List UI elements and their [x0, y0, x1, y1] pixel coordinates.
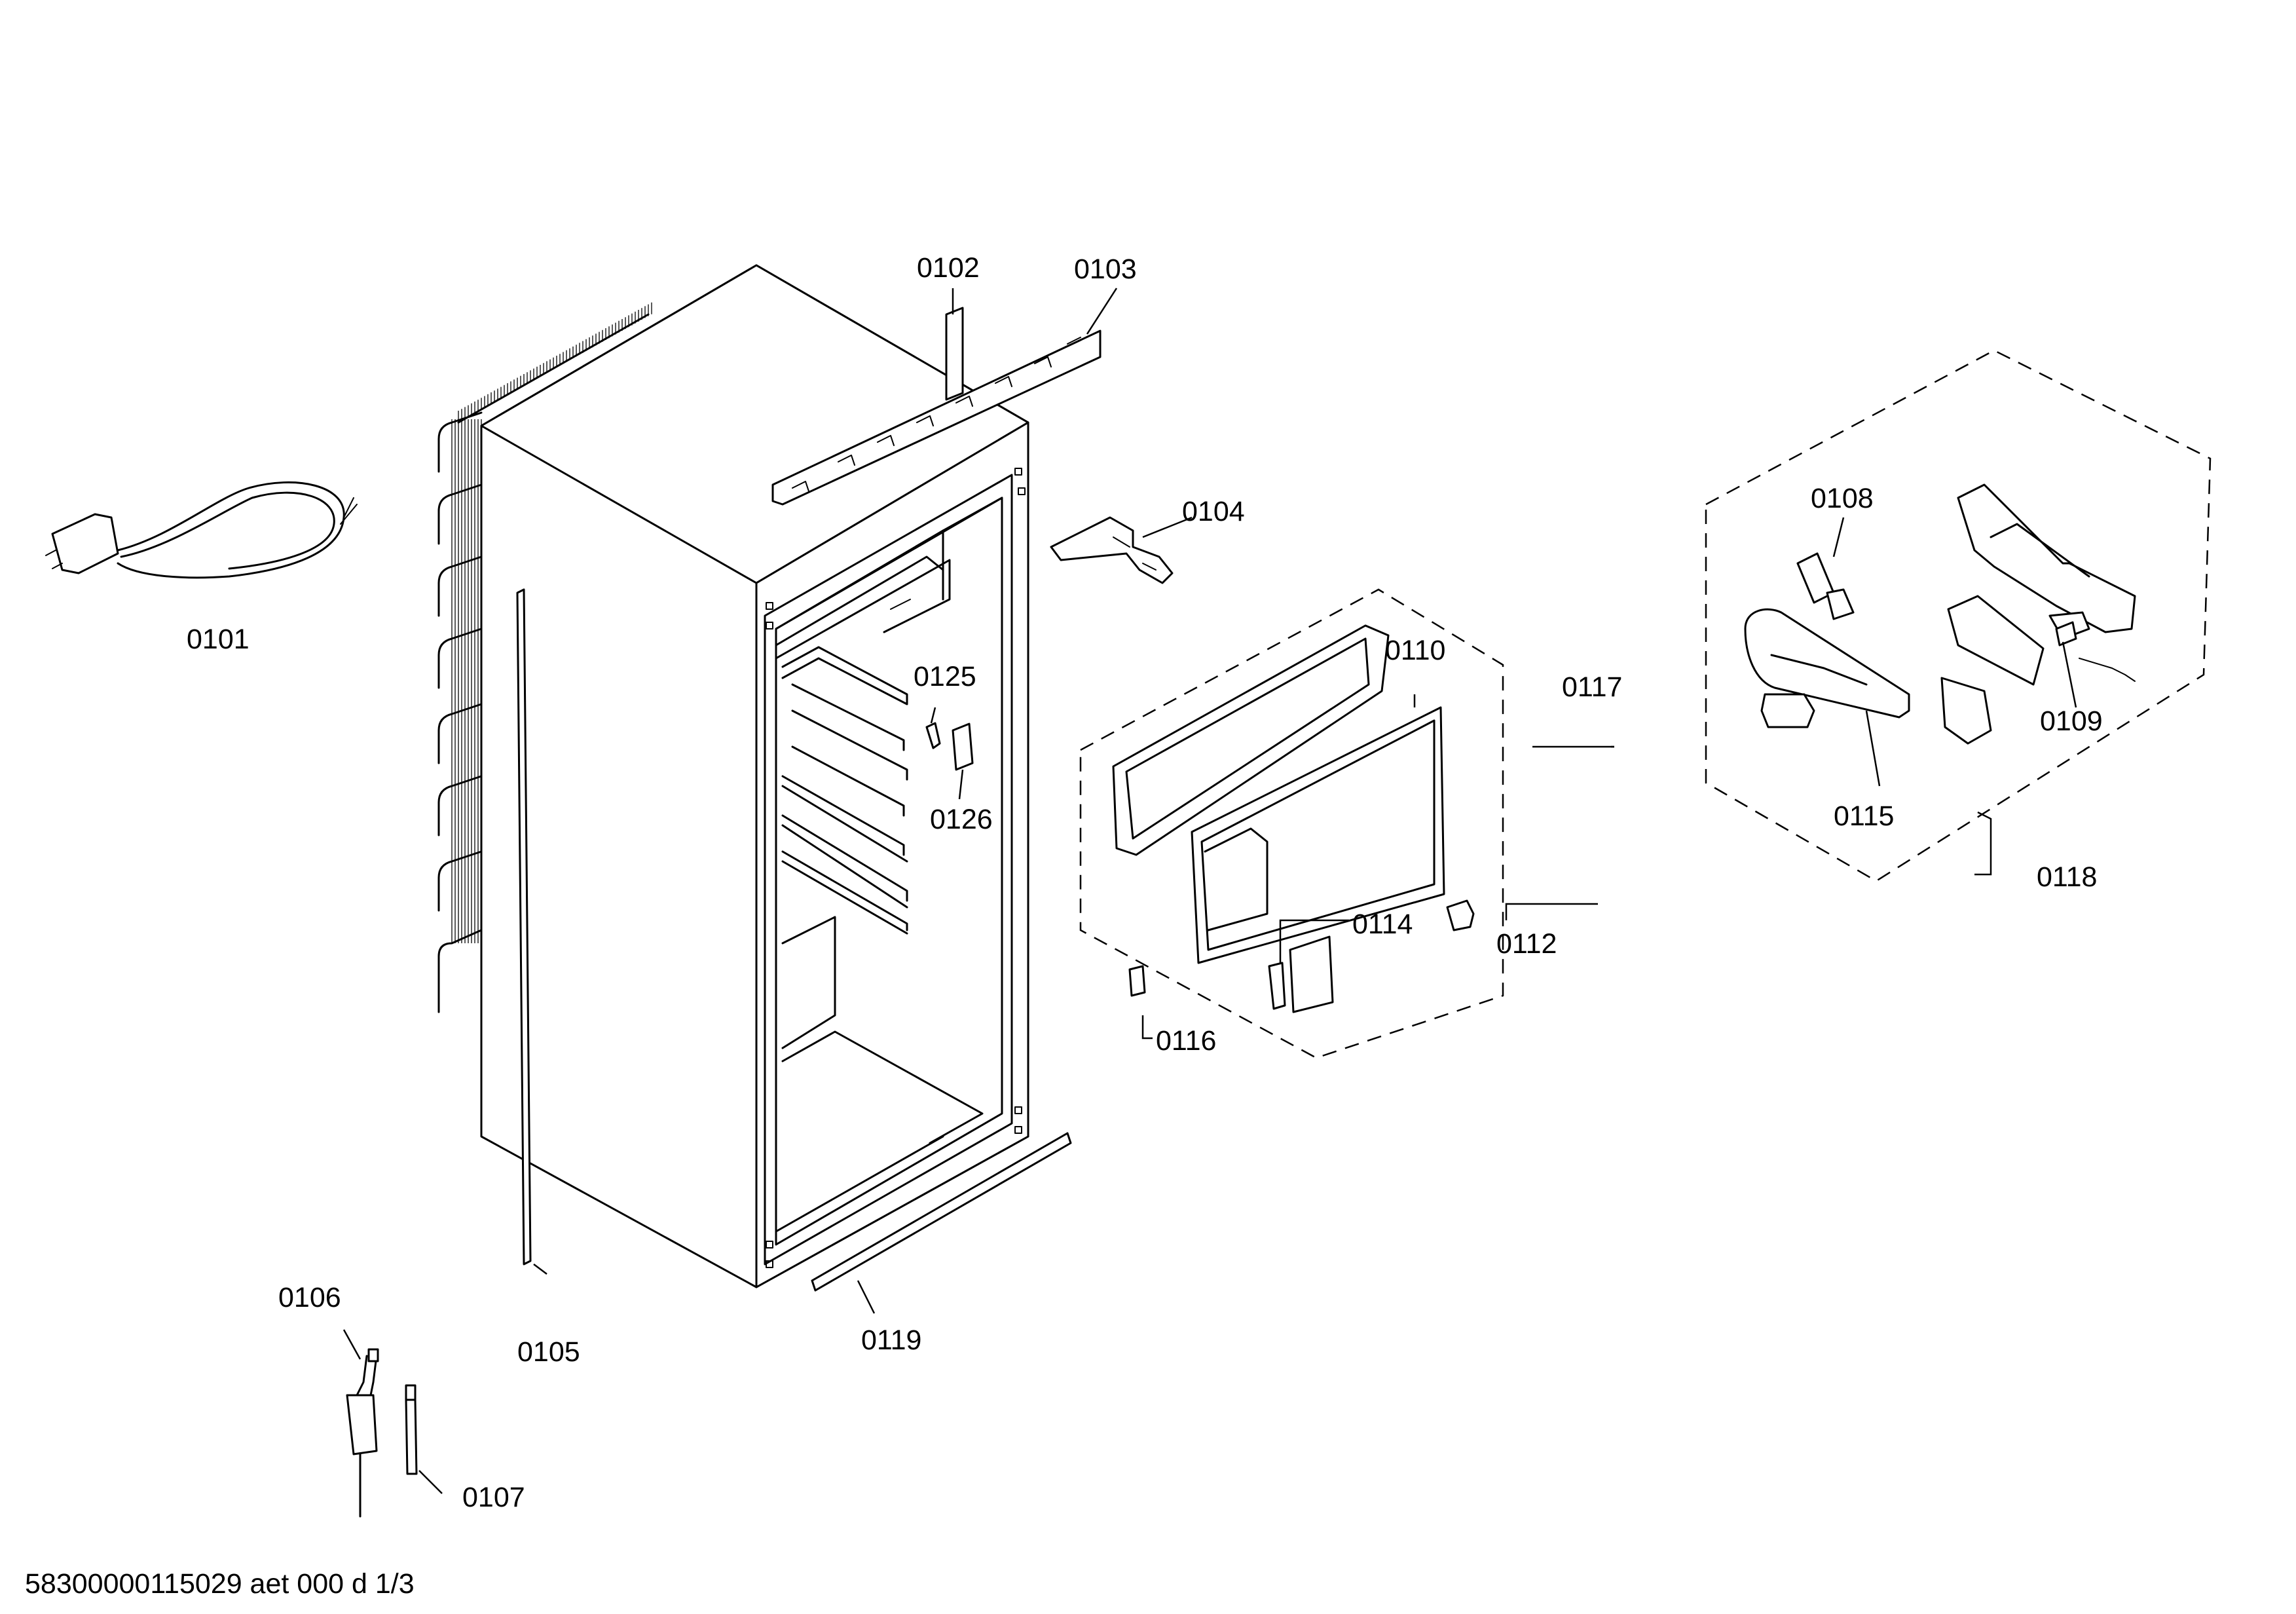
label-0108: 0108: [1811, 483, 1874, 514]
door-clip: [1128, 965, 1146, 997]
label-0114: 0114: [1352, 909, 1413, 940]
thermostat-sensor: [346, 1348, 379, 1518]
door-catch: [1446, 899, 1475, 931]
leader-lines: [343, 288, 2077, 1494]
thermostat-tube: [405, 1384, 418, 1475]
cabinet-body: [437, 264, 1029, 1288]
label-0117: 0117: [1562, 671, 1622, 703]
lamp-switch: [2055, 621, 2136, 682]
label-0119: 0119: [861, 1324, 921, 1356]
door-gasket: [1112, 624, 1390, 856]
label-0107: 0107: [462, 1482, 525, 1513]
part-labels: 0101 0102 0103 0104 0105 0106 0107 0108 …: [187, 252, 2103, 1513]
label-0104: 0104: [1182, 496, 1245, 527]
label-0112: 0112: [1496, 928, 1557, 960]
switch-board: [1947, 595, 2045, 686]
label-0126: 0126: [930, 804, 993, 835]
power-cord: [45, 481, 358, 579]
top-hinge-rail: [771, 329, 1102, 506]
door-handle: [1268, 935, 1334, 1013]
label-0125: 0125: [914, 661, 976, 692]
small-lamp-part: [925, 722, 941, 749]
side-strip: [516, 588, 532, 1266]
lamp-assembly-outline: [1705, 349, 2212, 882]
small-cover-part: [952, 723, 974, 771]
door-hinge: [1050, 516, 1174, 584]
label-0101: 0101: [187, 624, 250, 655]
lamp-shade: [1940, 677, 1992, 745]
label-0109: 0109: [2040, 705, 2103, 737]
label-0110: 0110: [1385, 635, 1445, 666]
label-0118: 0118: [2037, 861, 2097, 893]
label-0105: 0105: [517, 1336, 580, 1368]
drawing-reference: 58300000115029 aet 000 d 1/3: [25, 1568, 415, 1600]
lamp-bulb-holder: [1796, 552, 1855, 620]
label-0102: 0102: [917, 252, 980, 284]
lamp-cover: [1744, 608, 1910, 728]
condenser-coil: [437, 302, 652, 1013]
door-panel: [1191, 706, 1445, 964]
label-0115: 0115: [1834, 800, 1894, 832]
label-0106: 0106: [278, 1282, 341, 1313]
label-0116: 0116: [1156, 1025, 1216, 1057]
hinge-post: [945, 307, 964, 401]
bottom-strip: [811, 1132, 1072, 1292]
door-assembly-outline: [1079, 588, 1504, 1059]
label-0103: 0103: [1074, 253, 1137, 285]
